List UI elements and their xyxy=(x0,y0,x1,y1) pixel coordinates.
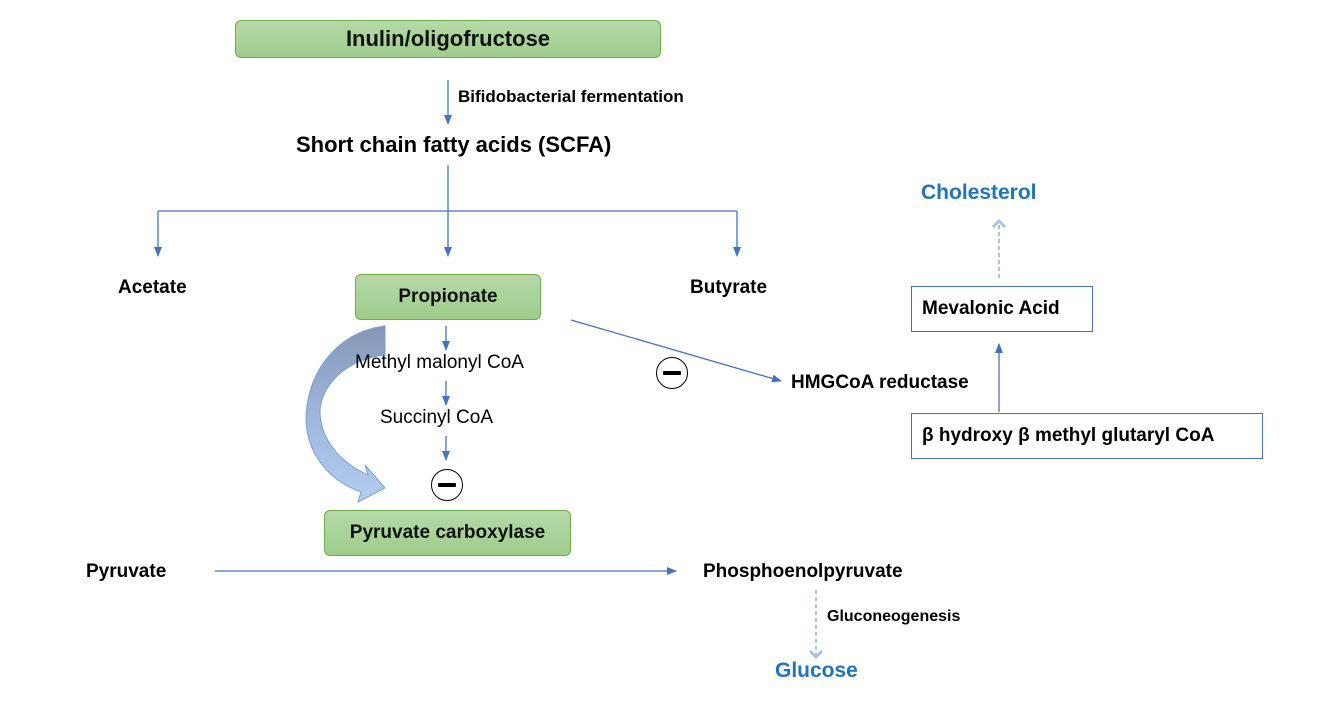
label-fermentation: Bifidobacterial fermentation xyxy=(458,87,684,106)
inhibition-icon-hmgcoa-reductase xyxy=(656,357,688,389)
node-pyruvate-carboxylase-label: Pyruvate carboxylase xyxy=(349,522,546,543)
glucose-arrowhead xyxy=(808,649,824,660)
node-inulin-label: Inulin/oligofructose xyxy=(345,26,551,51)
node-butyrate: Butyrate xyxy=(690,277,768,298)
node-glucose: Glucose xyxy=(775,659,858,682)
node-acetate: Acetate xyxy=(118,277,187,298)
node-methyl-malonyl-coa: Methyl malonyl CoA xyxy=(355,352,524,373)
node-cholesterol: Cholesterol xyxy=(921,181,1037,204)
node-pyruvate-carboxylase: Pyruvate carboxylase xyxy=(324,510,571,556)
inhibition-icon-pyruvate-carboxylase xyxy=(431,469,463,501)
node-phosphoenolpyruvate: Phosphoenolpyruvate xyxy=(703,561,903,582)
node-hmg-coa: β hydroxy β methyl glutaryl CoA xyxy=(911,413,1263,459)
node-pyruvate: Pyruvate xyxy=(86,561,167,582)
node-succinyl-coa: Succinyl CoA xyxy=(380,407,493,428)
node-hmg-coa-label: β hydroxy β methyl glutaryl CoA xyxy=(922,425,1215,446)
node-mevalonic-acid: Mevalonic Acid xyxy=(911,286,1093,332)
node-propionate-label: Propionate xyxy=(398,286,498,307)
node-inulin: Inulin/oligofructose xyxy=(235,20,661,58)
node-scfa: Short chain fatty acids (SCFA) xyxy=(296,132,612,157)
arrow-propionate-to-hmgcoa-reductase xyxy=(570,319,782,383)
node-mevalonic-acid-label: Mevalonic Acid xyxy=(922,298,1060,319)
curved-arrow-propionate-to-pyruvate-carboxylase xyxy=(305,325,386,503)
cholesterol-arrowhead xyxy=(991,218,1007,229)
node-propionate: Propionate xyxy=(355,274,541,320)
node-hmgcoa-reductase: HMGCoA reductase xyxy=(791,372,969,393)
label-gluconeogenesis: Gluconeogenesis xyxy=(827,608,961,625)
